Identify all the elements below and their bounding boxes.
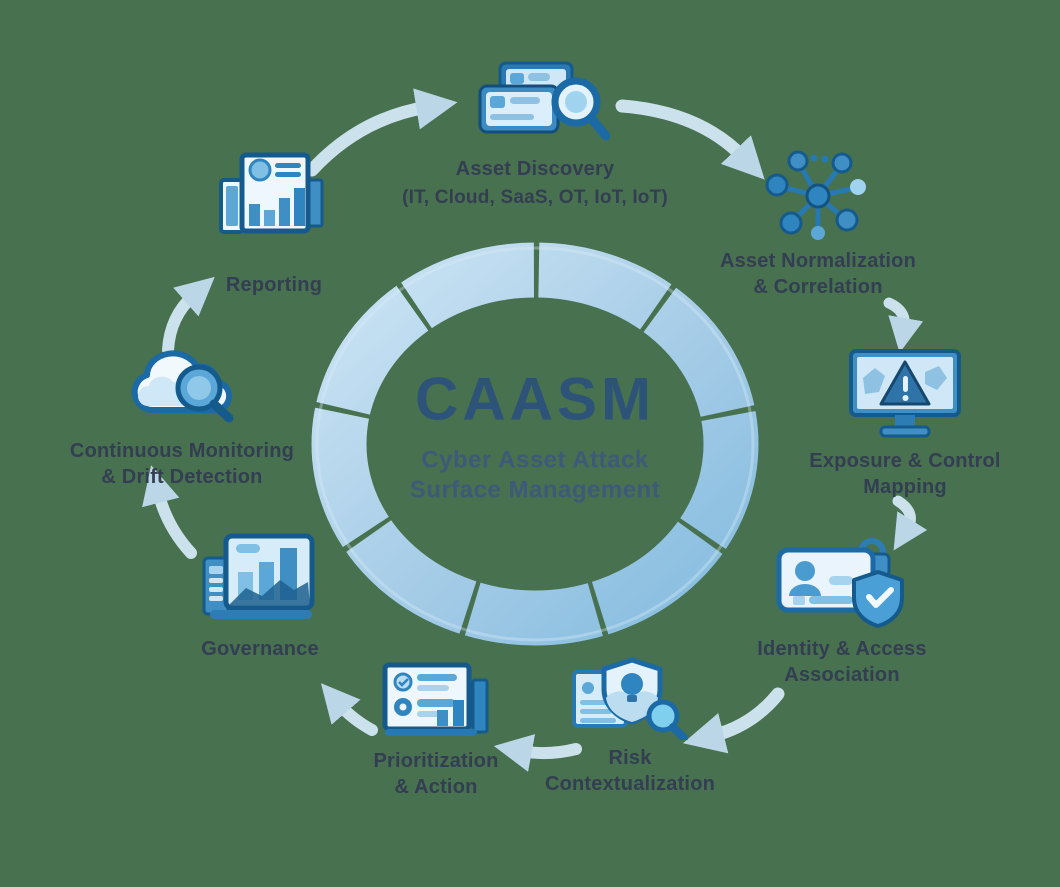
cloud-magnifier-icon [131, 350, 233, 423]
flow-arrow-monitoring-to-reporting [162, 276, 215, 356]
report-bar-chart-icon [219, 152, 324, 234]
flow-arrow-discovery-to-normalization [615, 99, 765, 180]
stage-prioritization-action: Prioritization & Action [316, 662, 556, 800]
cycle-ring [310, 241, 760, 647]
shield-bulb-magnifier-icon [572, 657, 688, 740]
stage-label: Continuous Monitoring & Drift Detection [69, 440, 295, 488]
stage-reporting: Reporting [164, 152, 384, 298]
stage-asset-normalization: Asset Normalization & Correlation [688, 148, 948, 300]
stage-label: Prioritization & Action [373, 750, 499, 798]
diagram-title: CAASM [415, 365, 655, 433]
stage-governance: Governance [140, 532, 380, 662]
stage-identity-access: Identity & Access Association [712, 538, 972, 688]
stage-continuous-monitoring: Continuous Monitoring & Drift Detection [52, 348, 312, 490]
flow-arrow-reporting-to-discovery [305, 88, 458, 177]
flow-arrow-prioritization-to-governance [320, 683, 378, 736]
stage-exposure-mapping: Exposure & Control Mapping [780, 348, 1030, 500]
stage-asset-discovery: Asset Discovery (IT, Cloud, SaaS, OT, Io… [385, 60, 685, 211]
monitor-warning-icon [849, 349, 961, 438]
stage-label: Exposure & Control Mapping [809, 450, 1001, 498]
stage-label: Identity & Access Association [757, 638, 927, 686]
diagram-subtitle: Cyber Asset Attack Surface Management [410, 446, 660, 506]
devices-magnifier-icon [478, 61, 610, 141]
network-nodes-icon [765, 150, 866, 240]
checklist-bar-chart-icon [382, 662, 489, 736]
stage-sublabel: (IT, Cloud, SaaS, OT, IoT, IoT) [402, 187, 668, 208]
flow-arrows [142, 88, 928, 772]
flow-arrow-governance-to-monitoring [142, 465, 197, 559]
center-text: CAASM Cyber Asset Attack Surface Managem… [410, 365, 660, 506]
stage-label: Asset Normalization & Correlation [719, 250, 917, 298]
diagram-subtitle-line1: Cyber Asset Attack [421, 446, 649, 474]
flow-arrow-identity-to-risk [682, 687, 785, 754]
id-card-shield-icon [776, 538, 904, 628]
stage-risk-contextualization: Risk Contextualization [505, 656, 755, 797]
stage-label: Risk Contextualization [544, 747, 716, 795]
analytics-growth-chart-icon [202, 533, 315, 619]
stage-label: Governance [201, 638, 319, 660]
flow-arrow-risk-to-prioritization [493, 734, 582, 772]
stage-label: Asset Discovery (IT, Cloud, SaaS, OT, Io… [402, 156, 668, 211]
stage-label: Reporting [225, 274, 323, 296]
diagram-subtitle-line2: Surface Management [409, 476, 661, 504]
flow-arrow-exposure-to-identity [892, 495, 928, 551]
flow-arrow-normalization-to-exposure [883, 297, 924, 353]
